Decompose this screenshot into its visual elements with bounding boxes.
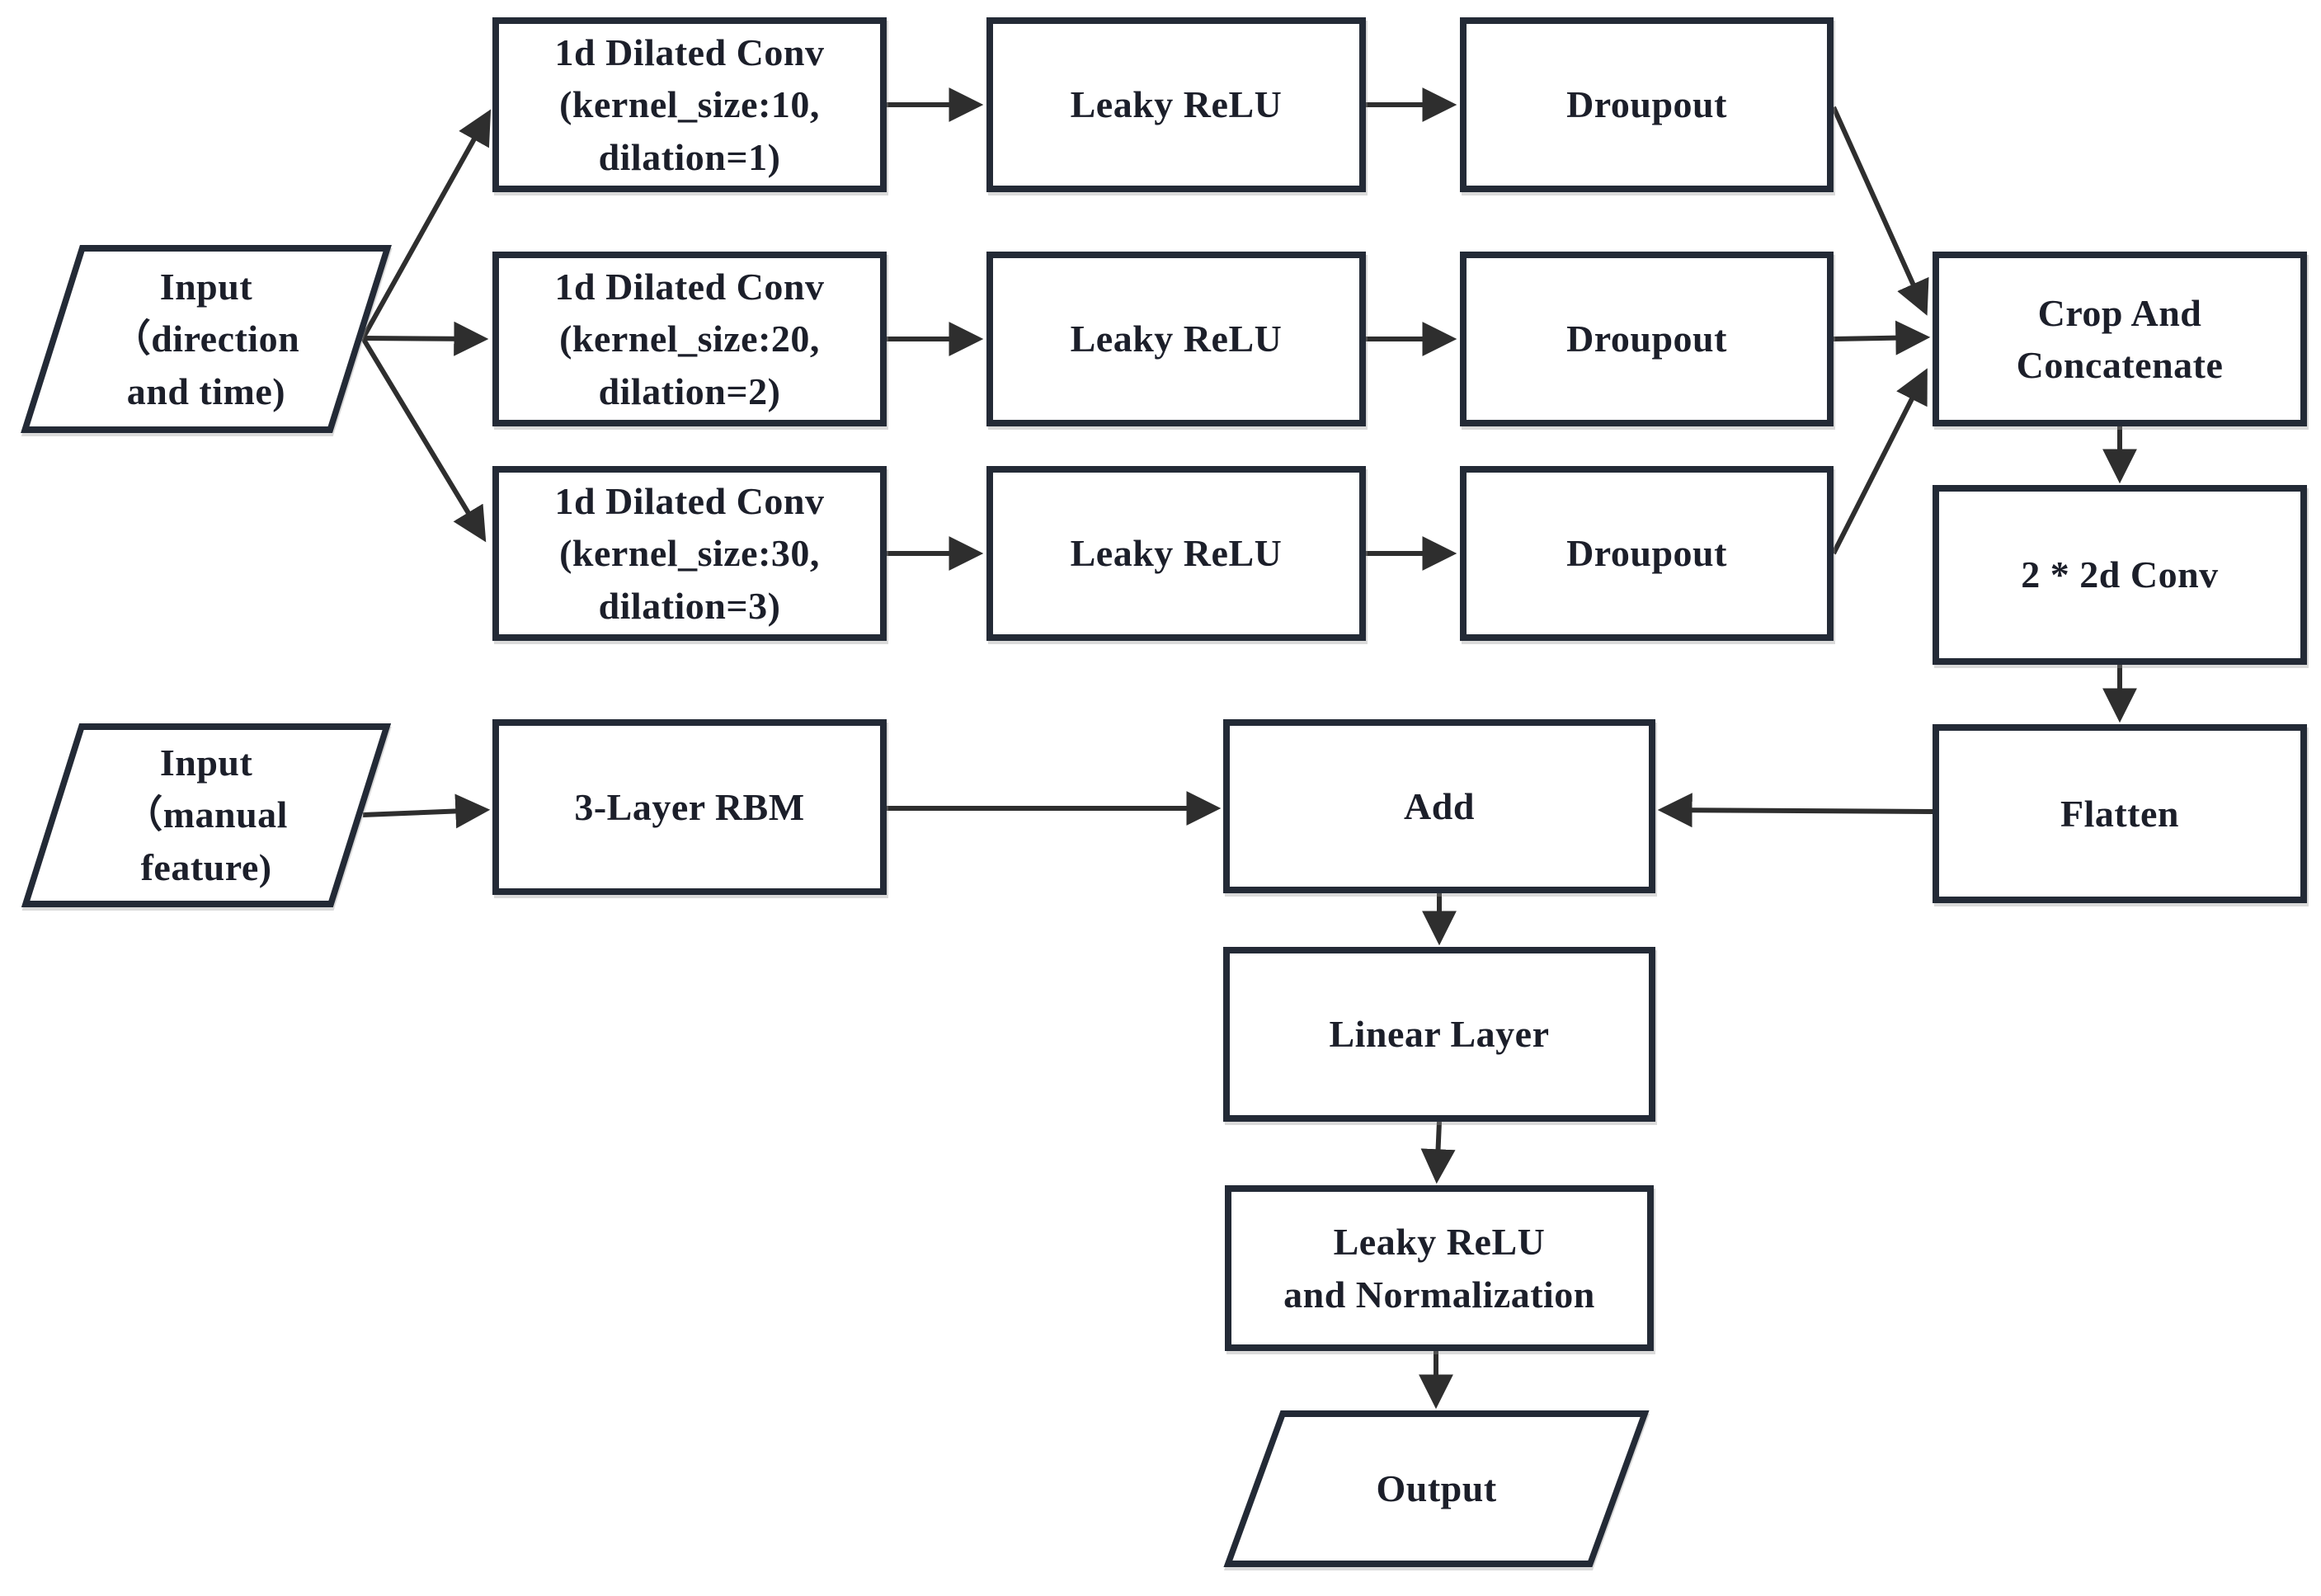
node-linear-layer: Linear Layer (1223, 947, 1655, 1122)
node-droupout-1: Droupout (1460, 17, 1834, 192)
node-2x2d-conv: 2 * 2d Conv (1933, 485, 2307, 665)
arrow-input1-to-conv-k30 (360, 337, 487, 543)
node-droupout-3-label: Droupout (1566, 532, 1727, 575)
node-leaky-relu-and-normalization: Leaky ReLU and Normalization (1225, 1185, 1654, 1351)
node-droupout-1-label: Droupout (1566, 83, 1727, 126)
node-crop-and-concatenate-label: Crop And Concatenate (2016, 291, 2224, 386)
node-3-layer-rbm: 3-Layer RBM (492, 719, 887, 895)
node-output: Output (1223, 1410, 1650, 1567)
arrow-linear-to-leakynorm (1420, 1121, 1456, 1184)
arrow-droupout1-to-crop (1831, 106, 1929, 316)
node-3-layer-rbm-label: 3-Layer RBM (574, 785, 805, 828)
node-leaky-relu-2: Leaky ReLU (986, 252, 1366, 426)
node-input-direction-time-label: Input （direction and time) (112, 265, 300, 412)
node-input-direction-time: Input （direction and time) (21, 245, 392, 433)
node-output-label: Output (1376, 1467, 1497, 1510)
arrow-droupout3-to-crop (1831, 368, 1928, 555)
node-add: Add (1223, 719, 1655, 893)
node-input-manual-feature: Input （manual feature) (21, 723, 392, 907)
node-input-manual-feature-label: Input （manual feature) (125, 742, 288, 889)
arrow-input1-to-conv-k20 (362, 321, 489, 356)
node-leaky-relu-1-label: Leaky ReLU (1070, 83, 1283, 126)
node-dilated-conv-k30-label: 1d Dilated Conv (kernel_size:30, dilatio… (554, 479, 825, 627)
node-linear-layer-label: Linear Layer (1329, 1013, 1550, 1056)
node-leaky-relu-3: Leaky ReLU (986, 466, 1366, 641)
node-leaky-relu-1: Leaky ReLU (986, 17, 1366, 192)
node-dilated-conv-k20-label: 1d Dilated Conv (kernel_size:20, dilatio… (554, 265, 825, 412)
node-droupout-2-label: Droupout (1566, 318, 1727, 360)
arrow-flatten-to-add (1657, 793, 1933, 828)
node-dilated-conv-k20: 1d Dilated Conv (kernel_size:20, dilatio… (492, 252, 887, 426)
node-dilated-conv-k30: 1d Dilated Conv (kernel_size:30, dilatio… (492, 466, 887, 641)
node-leaky-relu-and-normalization-label: Leaky ReLU and Normalization (1283, 1221, 1595, 1316)
node-droupout-3: Droupout (1460, 466, 1834, 641)
node-add-label: Add (1404, 784, 1475, 827)
arrow-input2-to-rbm (362, 793, 491, 829)
node-flatten-label: Flatten (2060, 792, 2179, 835)
node-droupout-2: Droupout (1460, 252, 1834, 426)
node-dilated-conv-k10: 1d Dilated Conv (kernel_size:10, dilatio… (492, 17, 887, 192)
node-dilated-conv-k10-label: 1d Dilated Conv (kernel_size:10, dilatio… (554, 31, 825, 178)
node-crop-and-concatenate: Crop And Concatenate (1933, 252, 2307, 426)
node-leaky-relu-2-label: Leaky ReLU (1070, 318, 1283, 360)
node-2x2d-conv-label: 2 * 2d Conv (2021, 553, 2219, 596)
arrow-input1-to-conv-k10 (360, 109, 492, 340)
node-flatten: Flatten (1933, 724, 2307, 903)
arrow-droupout2-to-crop (1833, 320, 1931, 355)
node-leaky-relu-3-label: Leaky ReLU (1070, 532, 1283, 575)
